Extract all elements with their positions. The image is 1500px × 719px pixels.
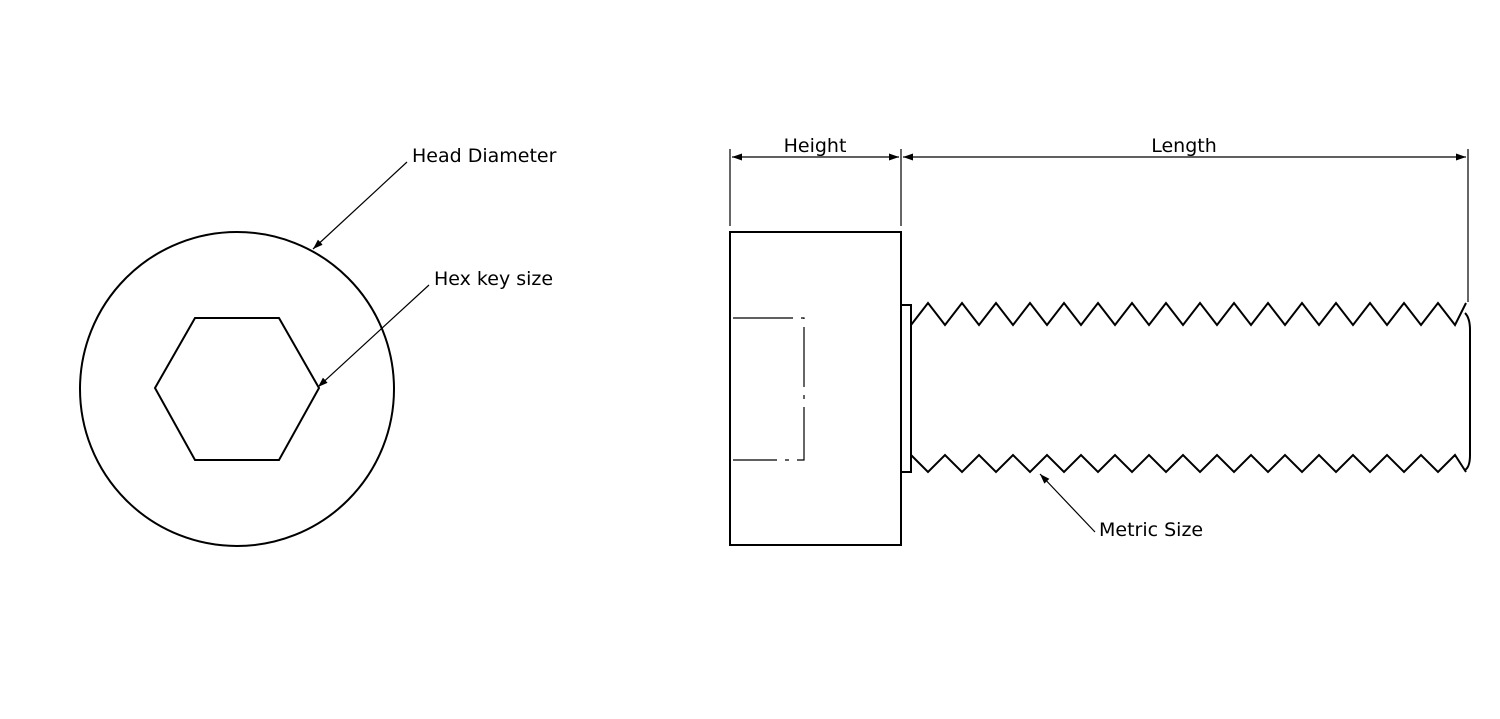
height-label: Height — [784, 135, 847, 157]
hex-socket — [153, 317, 321, 461]
hidden-socket-lines — [733, 317, 805, 461]
thread-neck — [900, 304, 912, 473]
screw-head — [729, 231, 902, 546]
head-diameter-leader — [312, 161, 408, 250]
thread-top-profile — [910, 301, 1467, 327]
end-view: Head Diameter Hex key size — [79, 145, 557, 547]
hex-key-size-label: Hex key size — [434, 268, 553, 290]
metric-size-label: Metric Size — [1099, 519, 1203, 541]
hex-key-size-leader — [317, 284, 430, 388]
thread-bottom-profile — [910, 453, 1467, 474]
metric-size-leader — [1039, 473, 1096, 533]
side-view: Height Length Metric Size — [729, 135, 1471, 546]
shank-end — [1464, 312, 1471, 471]
head-diameter-label: Head Diameter — [412, 145, 557, 167]
head-outline-circle — [79, 231, 395, 547]
length-label: Length — [1151, 135, 1217, 157]
